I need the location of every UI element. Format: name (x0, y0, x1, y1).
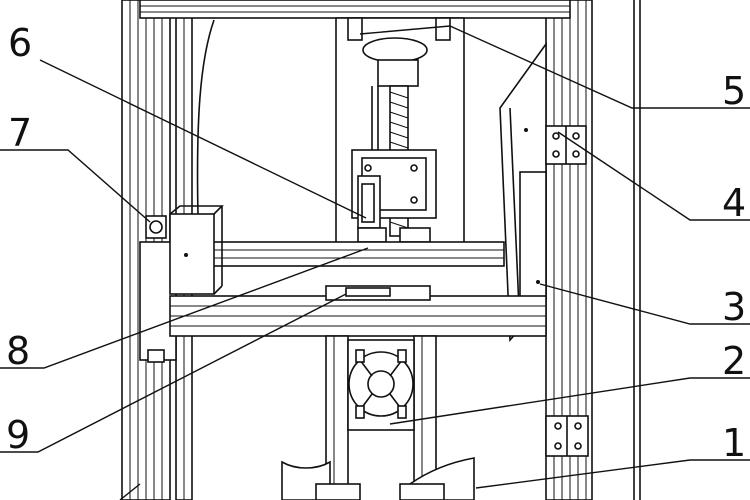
callout-2: 2 (722, 339, 746, 383)
callout-5: 5 (722, 69, 746, 113)
callout-7: 7 (8, 111, 32, 155)
callout-1: 1 (722, 421, 746, 465)
callout-8: 8 (6, 329, 30, 373)
callout-9: 9 (6, 413, 30, 457)
cable (196, 19, 215, 216)
callout-4: 4 (722, 181, 746, 225)
linear-stage (335, 17, 465, 247)
top-beam (139, 0, 571, 19)
callout-3: 3 (722, 285, 746, 329)
callout-6: 6 (8, 21, 32, 65)
callout-labels: 5 6 7 4 3 8 2 9 1 (6, 21, 746, 465)
right-side-plate (499, 41, 587, 342)
left-sensor-block (139, 205, 224, 363)
leader-lines (0, 25, 750, 500)
fan-column (325, 335, 437, 500)
middle-crossbar (191, 241, 505, 267)
platform-beam (169, 285, 547, 337)
bottom-clamps (281, 415, 589, 500)
